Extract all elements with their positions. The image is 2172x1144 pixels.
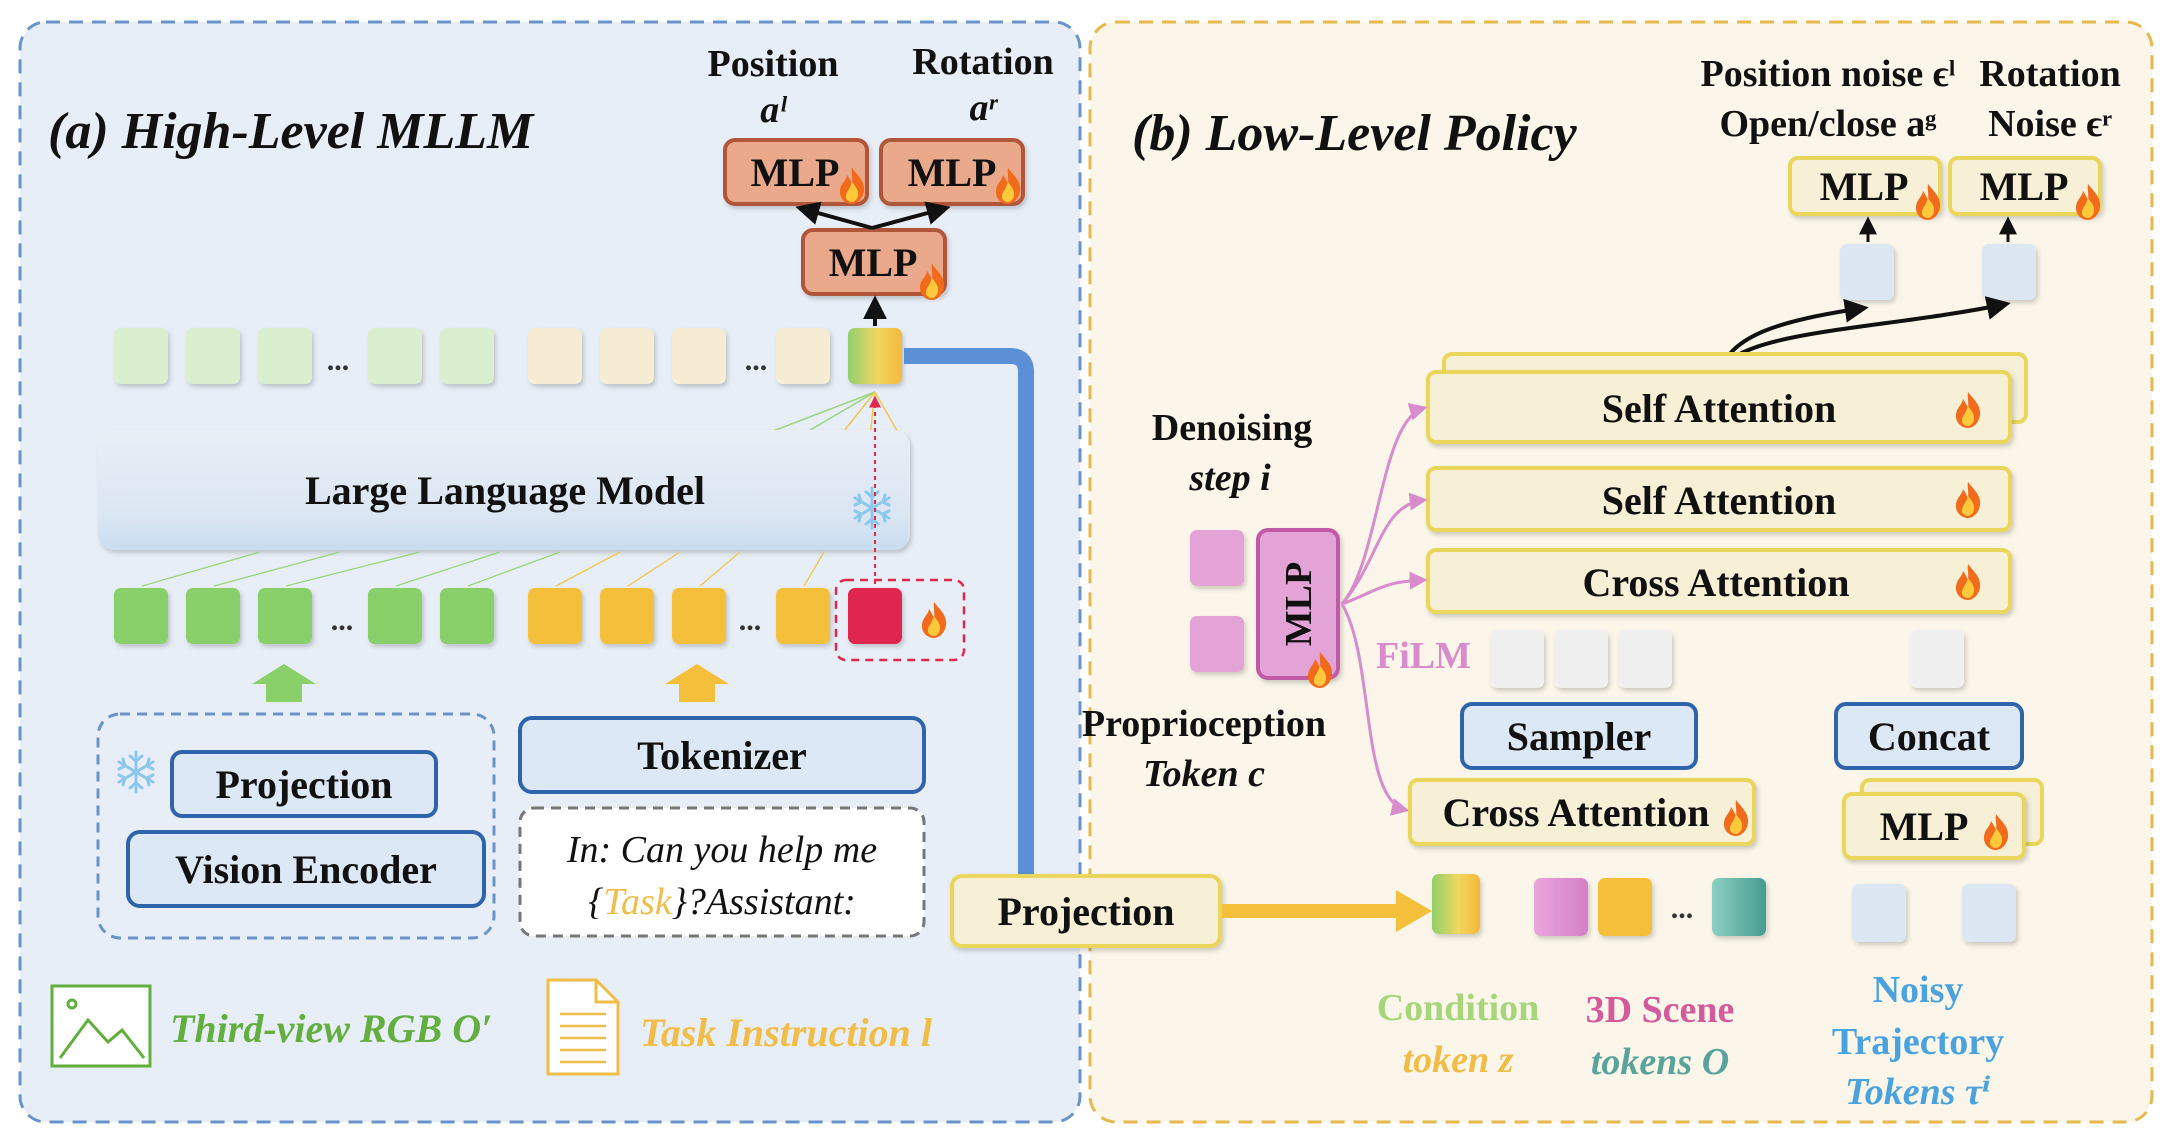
denoising-token <box>1190 530 1244 586</box>
film-mlp-box: MLP <box>1256 528 1340 688</box>
noisy-trajectory-token <box>1962 884 2016 942</box>
film-label: FiLM <box>1376 635 1471 677</box>
scene-token <box>1712 878 1766 936</box>
scene-label: 3D Scene <box>1586 989 1735 1031</box>
sampled-token <box>1554 630 1608 688</box>
mlp-head-position-noise: MLP <box>1788 156 1942 220</box>
dots: ... <box>331 604 354 637</box>
sampled-token <box>1490 630 1544 688</box>
image-icon <box>50 984 152 1068</box>
self-attention-label: Self Attention <box>1602 478 1836 523</box>
output-token <box>1840 244 1894 300</box>
mlp-label: MLP <box>908 150 997 195</box>
noisy-label: Noisy <box>1873 969 1964 1011</box>
large-language-model: Large Language Model <box>98 430 910 550</box>
projection-label: Projection <box>998 889 1175 934</box>
dots: ... <box>327 344 350 377</box>
cross-attention-block: Cross Attention <box>1426 548 2012 614</box>
mlp-label: MLP <box>1278 562 1320 646</box>
concat-token <box>1910 630 1964 688</box>
cross-attention-bottom-block: Cross Attention <box>1408 778 1756 846</box>
up-arrow-green <box>252 664 316 702</box>
rotation-symbol: aʳ <box>970 87 999 129</box>
scene-token <box>1598 878 1652 936</box>
denoising-step-label: step i <box>1188 457 1271 499</box>
proprioception-token-label: Token c <box>1143 753 1265 795</box>
dots: ... <box>1671 892 1694 925</box>
denoising-label: Denoising <box>1152 407 1312 449</box>
output-token-row: ... ... <box>114 328 902 384</box>
vision-encoder-label: Vision Encoder <box>175 847 437 892</box>
self-attention-block-2: Self Attention <box>1426 466 2012 532</box>
rotation-label: Rotation <box>912 41 1053 83</box>
position-label: Position <box>708 43 839 85</box>
prompt-box: In: Can you help me {Task}?Assistant: <box>518 806 926 938</box>
mlp-head-position: MLP <box>723 138 869 206</box>
mlp-label: MLP <box>751 150 840 195</box>
rgb-label: Third-view RGB O′ <box>170 1006 492 1051</box>
up-arrow-yellow <box>665 664 729 702</box>
right-panel-title: (b) Low-Level Policy <box>1132 105 1578 162</box>
sampler-label: Sampler <box>1507 714 1651 759</box>
prompt-line-2: {Task}?Assistant: <box>588 881 856 923</box>
action-query-token <box>848 588 902 644</box>
sampled-token <box>1618 630 1672 688</box>
output-token <box>1982 244 2036 300</box>
mlp-head-rotation: MLP <box>879 138 1025 206</box>
projection-label: Projection <box>216 762 393 807</box>
concat-label: Concat <box>1868 714 1991 759</box>
sampler-box: Sampler <box>1460 702 1698 770</box>
action-token <box>848 328 902 384</box>
open-close-label: Open/close aᵍ <box>1719 103 1936 145</box>
position-noise-label: Position noise ϵˡ <box>1701 53 1956 95</box>
self-attention-label: Self Attention <box>1602 386 1836 431</box>
self-attention-block-1: Self Attention <box>1426 370 2012 444</box>
condition-label: Condition <box>1377 987 1540 1029</box>
vision-encoder-box: Vision Encoder <box>126 830 486 908</box>
position-symbol: aˡ <box>760 89 787 131</box>
cross-attention-label: Cross Attention <box>1442 790 1709 835</box>
llm-label: Large Language Model <box>305 468 705 513</box>
document-icon <box>546 978 620 1076</box>
mlp-head-rotation-noise: MLP <box>1948 156 2102 220</box>
proprioception-label: Proprioception <box>1082 703 1326 745</box>
mlp-label: MLP <box>1820 164 1909 209</box>
vision-projection-box: Projection <box>170 750 438 818</box>
dots: ... <box>745 344 768 377</box>
concat-mlp-box: MLP <box>1842 792 2026 860</box>
rotation-noise-label: Noise ϵʳ <box>1988 103 2112 145</box>
policy-projection-box: Projection <box>950 874 1222 948</box>
scene-token <box>1534 878 1588 936</box>
condition-token-label: token z <box>1403 1039 1514 1081</box>
cross-attention-label: Cross Attention <box>1582 560 1849 605</box>
tokenizer-box: Tokenizer <box>518 716 926 794</box>
dots: ... <box>739 604 762 637</box>
tokenizer-label: Tokenizer <box>637 733 807 778</box>
scene-tokens-label: tokens O <box>1591 1041 1729 1083</box>
mlp-shared: MLP <box>801 228 947 300</box>
mlp-label: MLP <box>1880 804 1969 849</box>
task-label: Task Instruction l <box>640 1010 933 1055</box>
concat-box: Concat <box>1834 702 2024 770</box>
trajectory-tokens-label: Tokens τⁱ <box>1845 1071 1991 1113</box>
prompt-line-1: In: Can you help me <box>566 829 877 871</box>
noisy-trajectory-token <box>1852 884 1906 942</box>
condition-token <box>1432 874 1480 934</box>
mlp-label: MLP <box>829 240 918 285</box>
mlp-label: MLP <box>1980 164 2069 209</box>
proprioception-token <box>1190 616 1244 672</box>
left-panel-title: (a) High-Level MLLM <box>48 103 535 160</box>
trajectory-label: Trajectory <box>1832 1021 2004 1063</box>
input-token-row: ... ... <box>114 578 966 662</box>
rotation-label: Rotation <box>1979 53 2120 95</box>
